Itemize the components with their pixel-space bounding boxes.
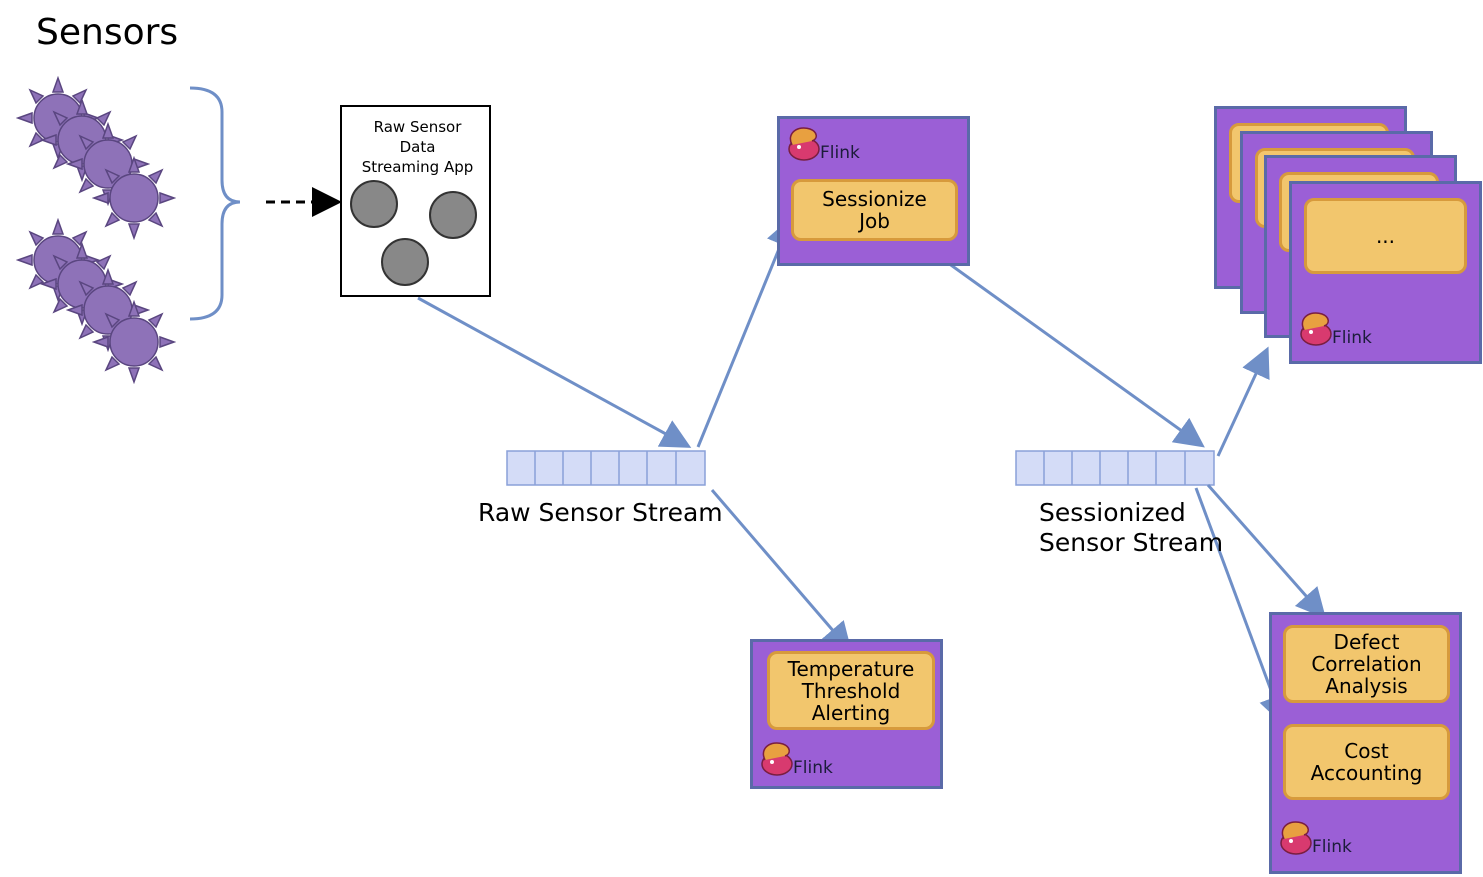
flink-logo: Flink <box>757 738 833 778</box>
app-instance-icon <box>429 191 477 239</box>
streaming-app-label: Raw Sensor Data Streaming App <box>361 118 474 176</box>
sessionized-stream-label: Sessionized Sensor Stream <box>1039 498 1224 557</box>
flink-squirrel-icon <box>1300 312 1332 346</box>
flink-analysis-box: Defect Correlation Analysis Cost Account… <box>1269 612 1462 874</box>
flink-stack-box-front: ... Flink <box>1289 181 1482 364</box>
flink-logo: Flink <box>784 123 860 163</box>
arrow-sessionized-to-cost <box>1194 487 1288 726</box>
flink-logo: Flink <box>1296 308 1372 348</box>
flink-logo: Flink <box>1276 817 1352 857</box>
streaming-app-box: Raw Sensor Data Streaming App <box>340 105 491 297</box>
sensor-brace <box>189 86 241 321</box>
flink-label: Flink <box>793 758 833 778</box>
app-instance-icon <box>381 238 429 286</box>
sensor-icon <box>93 301 175 383</box>
arrow-sessionized-to-parallel-jobs <box>1216 346 1270 457</box>
arrow-raw-stream-to-sessionize <box>696 216 795 448</box>
arrow-sessionized-to-defect <box>1206 484 1326 619</box>
arrow-app-to-raw-stream <box>417 296 692 448</box>
sensor-cluster-top <box>17 77 175 239</box>
raw-stream-queue <box>506 450 706 486</box>
flink-label: Flink <box>1332 328 1372 348</box>
flink-squirrel-icon <box>761 742 793 776</box>
arrow-raw-stream-to-temperature <box>710 489 852 653</box>
app-instances <box>350 180 477 286</box>
sensor-icon <box>93 157 175 239</box>
flink-squirrel-icon <box>788 127 820 161</box>
cost-job: Cost Accounting <box>1283 724 1450 800</box>
temperature-job: Temperature Threshold Alerting <box>767 651 935 730</box>
flink-sessionize-box: Flink Sessionize Job <box>777 116 970 266</box>
flink-squirrel-icon <box>1280 821 1312 855</box>
flink-label: Flink <box>1312 837 1352 857</box>
flink-temperature-box: Temperature Threshold Alerting Flink <box>750 639 943 789</box>
sensors-title: Sensors <box>36 12 179 53</box>
flink-label: Flink <box>820 143 860 163</box>
app-instance-icon <box>350 180 398 228</box>
sensor-cluster-bottom <box>17 219 175 383</box>
raw-stream-label: Raw Sensor Stream <box>478 498 723 527</box>
defect-job: Defect Correlation Analysis <box>1283 625 1450 703</box>
ellipsis-job: ... <box>1304 198 1467 274</box>
sessionize-job: Sessionize Job <box>791 179 958 241</box>
arrow-sessionize-to-sessionized-stream <box>929 248 1205 448</box>
sessionized-stream-queue <box>1015 450 1215 486</box>
